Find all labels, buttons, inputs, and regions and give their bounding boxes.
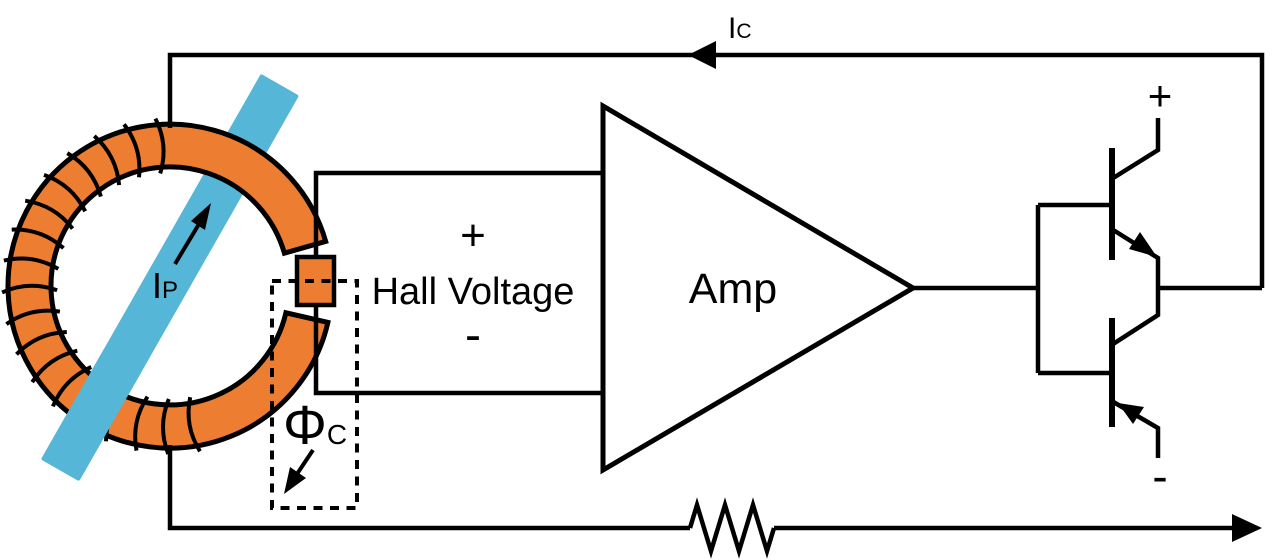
primary-conductor-front-segment xyxy=(41,349,142,481)
winding-turn-marks xyxy=(1,117,202,455)
primary-current-arrow-icon xyxy=(173,203,211,266)
amplifier-label: Amp xyxy=(689,265,777,313)
feedback-current-arrow-icon xyxy=(688,41,716,69)
flux-arrow-icon xyxy=(284,448,315,494)
primary-current-label: IP xyxy=(152,265,178,306)
npn-emitter-arrow-icon xyxy=(1129,232,1157,257)
compensation-current-label: IC xyxy=(728,12,752,45)
pnp-transistor xyxy=(1108,288,1161,458)
output-current-arrow-icon xyxy=(1232,514,1262,542)
npn-emitter-lead xyxy=(1108,226,1161,288)
output-plus-label: + xyxy=(1148,72,1173,119)
pnp-emitter-arrow-icon xyxy=(1118,403,1144,424)
hall-voltage-minus-label: - xyxy=(465,309,481,362)
npn-transistor xyxy=(1108,118,1161,288)
output-minus-label: - xyxy=(1152,450,1167,502)
output-wire xyxy=(167,445,1250,531)
burden-resistor xyxy=(687,497,777,559)
pnp-collector-lead xyxy=(1108,288,1161,348)
compensation-flux-label: ΦC xyxy=(283,394,347,456)
amplifier-triangle xyxy=(600,101,918,475)
npn-collector-lead xyxy=(1108,118,1161,182)
toroid-core-winding xyxy=(5,121,331,451)
hall-voltage-label: Hall Voltage xyxy=(372,271,575,313)
flux-region-box xyxy=(270,279,359,510)
hall-voltage-plus-label: + xyxy=(460,211,486,260)
primary-conductor-overlay-group xyxy=(41,349,142,481)
amplifier-output-wire xyxy=(913,202,1110,376)
